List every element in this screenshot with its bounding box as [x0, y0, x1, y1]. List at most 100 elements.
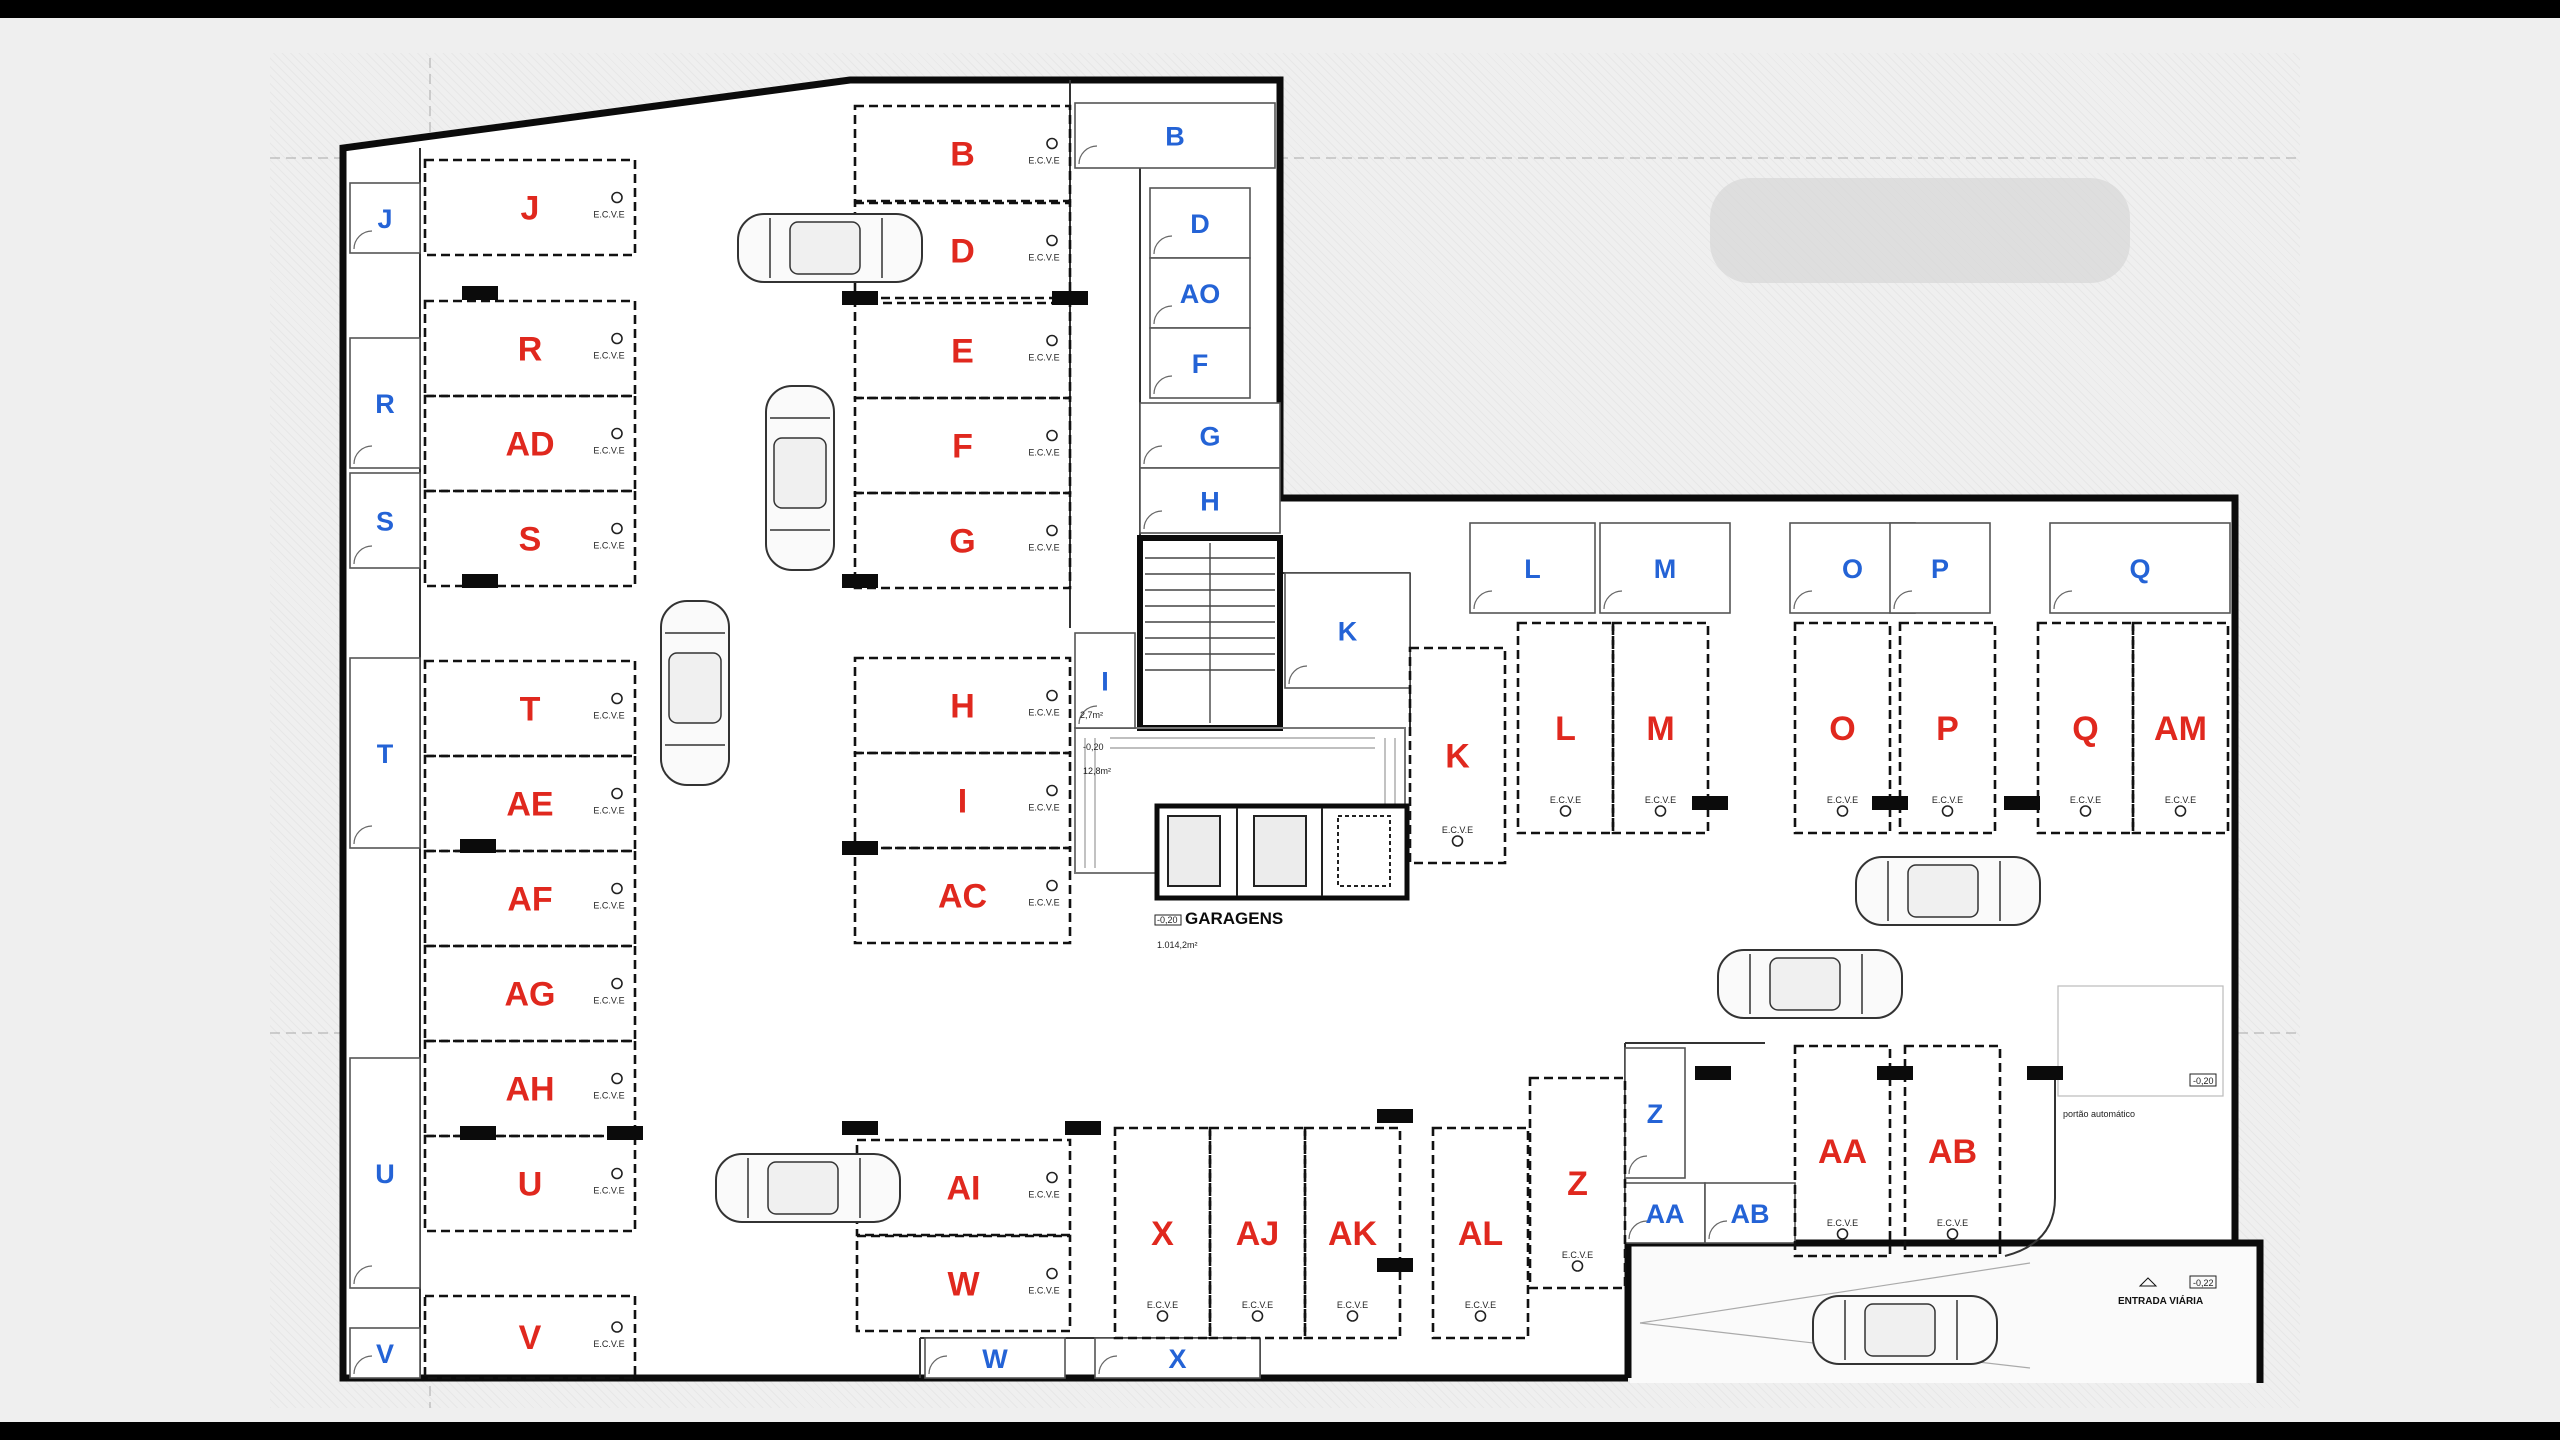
- storage-unit-f[interactable]: F: [1149, 327, 1251, 399]
- storage-unit-h[interactable]: H: [1139, 467, 1281, 534]
- ev-charger-label: E.C.V.E: [1337, 1300, 1368, 1310]
- parking-space-m[interactable]: ME.C.V.E: [1611, 621, 1710, 835]
- ev-charger-label: E.C.V.E: [593, 210, 624, 220]
- ev-charger-label: E.C.V.E: [1028, 1286, 1059, 1296]
- storage-unit-ao[interactable]: AO: [1149, 257, 1251, 329]
- storage-unit-r[interactable]: R: [349, 337, 421, 469]
- door-swing-icon: [1098, 1355, 1118, 1375]
- storage-unit-w[interactable]: W: [924, 1337, 1066, 1379]
- storage-unit-z[interactable]: Z: [1624, 1047, 1686, 1179]
- parking-space-x[interactable]: XE.C.V.E: [1113, 1126, 1212, 1340]
- ev-charger-icon: [1346, 1310, 1359, 1322]
- parking-space-o[interactable]: OE.C.V.E: [1793, 621, 1892, 835]
- parking-label: AC: [938, 878, 987, 916]
- ev-charger-icon: [1836, 805, 1849, 817]
- column-layer: [460, 286, 2063, 1272]
- ev-charger-icon: [1046, 334, 1058, 347]
- car-layer: [660, 213, 2041, 1365]
- storage-unit-t[interactable]: T: [349, 657, 421, 849]
- door-swing-icon: [1708, 1220, 1728, 1240]
- storage-unit-s[interactable]: S: [349, 472, 421, 569]
- parking-label: AE: [506, 786, 553, 824]
- parking-space-am[interactable]: AME.C.V.E: [2131, 621, 2230, 835]
- parking-space-ab[interactable]: ABE.C.V.E: [1903, 1044, 2002, 1258]
- door-swing-icon: [1078, 705, 1098, 725]
- parking-space-k[interactable]: KE.C.V.E: [1408, 646, 1507, 865]
- storage-unit-v[interactable]: V: [349, 1327, 421, 1379]
- ev-charger-label: E.C.V.E: [1442, 825, 1473, 835]
- ev-charger-icon: [611, 977, 623, 990]
- storage-label: W: [982, 1344, 1008, 1374]
- door-swing-icon: [1473, 590, 1493, 610]
- ev-charger-icon: [611, 882, 623, 895]
- storage-unit-u[interactable]: U: [349, 1057, 421, 1289]
- ev-charger-icon: [1156, 1310, 1169, 1322]
- parking-space-p[interactable]: PE.C.V.E: [1898, 621, 1997, 835]
- structural-column: [460, 1126, 496, 1140]
- ev-charger-label: E.C.V.E: [593, 446, 624, 456]
- storage-area-small: 2,7m²: [1080, 710, 1103, 720]
- storage-label: H: [1200, 487, 1220, 517]
- plan-title: GARAGENS: [1185, 909, 1283, 928]
- parking-label: AF: [507, 881, 552, 919]
- storage-unit-ab[interactable]: AB: [1704, 1182, 1796, 1244]
- parking-label: W: [947, 1266, 980, 1304]
- storage-unit-b[interactable]: B: [1074, 102, 1276, 169]
- ev-charger-icon: [611, 427, 623, 440]
- storage-label: R: [375, 389, 395, 419]
- storage-unit-x[interactable]: X: [1094, 1337, 1261, 1379]
- parking-space-l[interactable]: LE.C.V.E: [1516, 621, 1615, 835]
- parking-label: AI: [947, 1170, 981, 1208]
- ev-charger-icon: [1046, 429, 1058, 442]
- ev-charger-icon: [1046, 137, 1058, 150]
- storage-unit-aa[interactable]: AA: [1624, 1182, 1706, 1244]
- storage-unit-q[interactable]: Q: [2049, 522, 2231, 614]
- parking-space-ak[interactable]: AKE.C.V.E: [1303, 1126, 1402, 1340]
- parking-space-z[interactable]: ZE.C.V.E: [1528, 1076, 1627, 1290]
- storage-label: AO: [1180, 279, 1221, 309]
- ev-charger-label: E.C.V.E: [1645, 795, 1676, 805]
- door-swing-icon: [1143, 510, 1163, 530]
- parking-label: AG: [505, 976, 556, 1014]
- parking-space-aa[interactable]: AAE.C.V.E: [1793, 1044, 1892, 1258]
- storage-unit-p[interactable]: P: [1889, 522, 1991, 614]
- storage-unit-m[interactable]: M: [1599, 522, 1731, 614]
- structural-column: [1065, 1121, 1101, 1135]
- parking-space-w[interactable]: W E.C.V.E: [855, 1234, 1072, 1333]
- storage-unit-j[interactable]: J: [349, 182, 421, 254]
- structural-column: [607, 1126, 643, 1140]
- storage-unit-i[interactable]: I: [1074, 632, 1136, 729]
- door-swing-icon: [1153, 235, 1173, 255]
- parking-label: R: [518, 331, 543, 369]
- parking-label: F: [952, 428, 973, 466]
- parking-label: O: [1829, 710, 1855, 748]
- door-swing-icon: [353, 1355, 373, 1375]
- door-swing-icon: [1628, 1155, 1648, 1175]
- storage-unit-l[interactable]: L: [1469, 522, 1596, 614]
- storage-unit-g[interactable]: G: [1139, 402, 1281, 469]
- storage-unit-d[interactable]: D: [1149, 187, 1251, 259]
- storage-label: P: [1931, 554, 1949, 584]
- storage-unit-k[interactable]: K: [1284, 572, 1411, 689]
- ev-charger-icon: [611, 787, 623, 800]
- door-swing-icon: [353, 445, 373, 465]
- storage-label: U: [375, 1159, 395, 1189]
- parking-space-al[interactable]: ALE.C.V.E: [1431, 1126, 1530, 1340]
